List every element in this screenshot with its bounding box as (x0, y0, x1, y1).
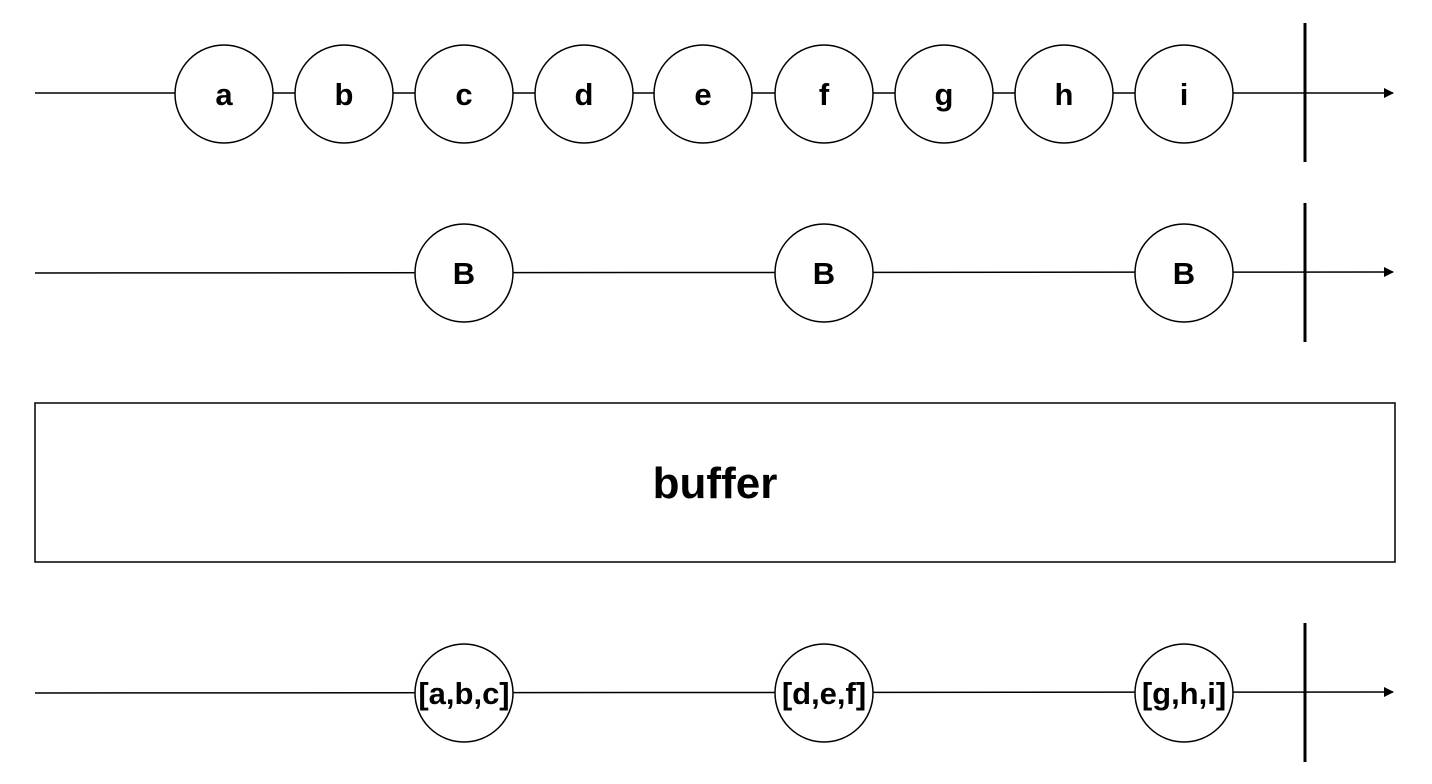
marble-circle (414, 223, 514, 323)
operator-rect (34, 402, 1396, 563)
output-marble: [g,h,i] (1134, 643, 1234, 743)
marble-circle (653, 44, 753, 144)
operator-label: buffer (653, 459, 778, 508)
marble-label: e (694, 77, 711, 112)
notifier-marble: B (414, 223, 514, 323)
notifier-marble: B (1134, 223, 1234, 323)
source-marbles: a b c d e f g (174, 44, 1234, 144)
marble-label: B (813, 256, 835, 291)
marble-circle (1134, 223, 1234, 323)
marble-circle (414, 643, 514, 743)
marble-label: [d,e,f] (782, 676, 866, 711)
marble-circle (294, 44, 394, 144)
marble-label: h (1055, 77, 1074, 112)
marble-label: d (575, 77, 594, 112)
marble-label: [g,h,i] (1142, 676, 1226, 711)
marble-circle (1134, 643, 1234, 743)
marble-circle (894, 44, 994, 144)
notifier-marble: B (774, 223, 874, 323)
notifier-marbles: B B B (414, 223, 1234, 323)
marble-circle (774, 44, 874, 144)
source-marble: d (534, 44, 634, 144)
marble-circle (774, 223, 874, 323)
source-marble: c (414, 44, 514, 144)
marble-label: B (1173, 256, 1195, 291)
source-timeline: a b c d e f g (35, 23, 1394, 162)
marble-circle (1134, 44, 1234, 144)
source-marble: b (294, 44, 394, 144)
output-marble: [a,b,c] (414, 643, 514, 743)
marble-label: f (819, 77, 830, 112)
source-marble: a (174, 44, 274, 144)
marble-label: b (335, 77, 354, 112)
source-marble: g (894, 44, 994, 144)
marble-label: B (453, 256, 475, 291)
marble-circle (534, 44, 634, 144)
output-timeline: [a,b,c] [d,e,f] [g,h,i] (34, 623, 1394, 762)
source-marble: e (653, 44, 753, 144)
marble-circle (414, 44, 514, 144)
source-marble: i (1134, 44, 1234, 144)
output-marbles: [a,b,c] [d,e,f] [g,h,i] (414, 643, 1234, 743)
marble-circle (774, 643, 874, 743)
notifier-timeline: B B B (34, 203, 1394, 342)
source-marble: f (774, 44, 874, 144)
marble-label: g (935, 77, 954, 112)
operator-box: buffer (34, 402, 1396, 563)
marble-circle (174, 44, 274, 144)
marble-label: i (1180, 77, 1189, 112)
marble-label: [a,b,c] (418, 676, 509, 711)
source-marble: h (1014, 44, 1114, 144)
marble-circle (1014, 44, 1114, 144)
marble-label: c (455, 77, 472, 112)
marble-label: a (215, 77, 233, 112)
output-marble: [d,e,f] (774, 643, 874, 743)
